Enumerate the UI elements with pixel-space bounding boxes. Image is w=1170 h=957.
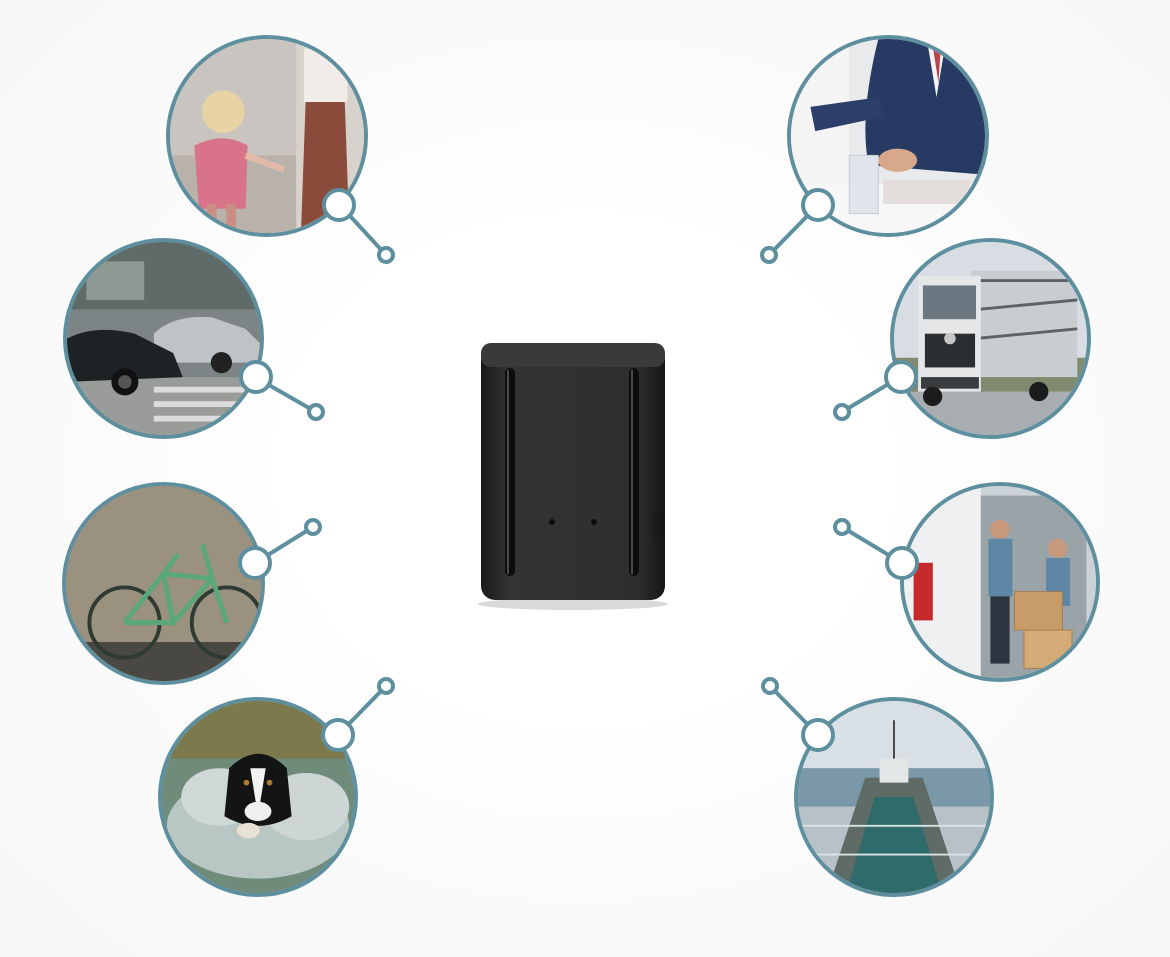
scene-truck-circle <box>890 238 1091 439</box>
cars-on-street-photo <box>67 242 260 435</box>
scene-business-circle <box>787 35 989 237</box>
scene-bicycle-circle <box>62 482 265 685</box>
scene-car-circle <box>63 238 264 439</box>
businessman-at-desk-photo <box>791 39 985 233</box>
